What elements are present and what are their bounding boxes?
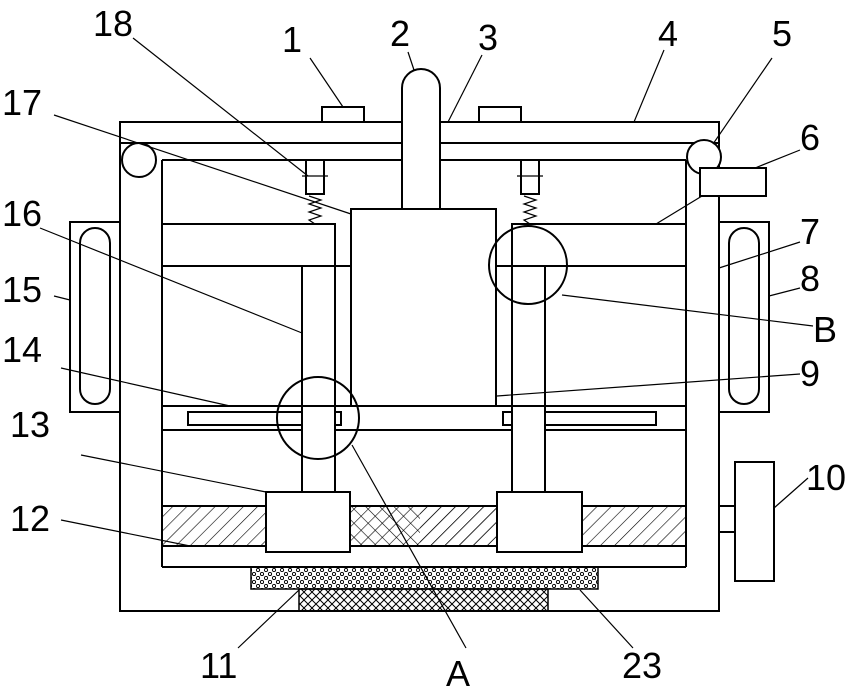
label-16: 16 bbox=[2, 193, 42, 234]
label-23: 23 bbox=[622, 645, 662, 686]
central-rod bbox=[402, 69, 440, 209]
label-4: 4 bbox=[658, 13, 678, 54]
label-11: 11 bbox=[200, 645, 237, 686]
label-17: 17 bbox=[2, 82, 42, 123]
clamp-block-right bbox=[497, 492, 582, 552]
cross-beam-right bbox=[496, 224, 686, 266]
label-15: 15 bbox=[2, 269, 42, 310]
label-5: 5 bbox=[772, 13, 792, 54]
top-knob-left bbox=[322, 107, 364, 122]
label-2: 2 bbox=[390, 13, 410, 54]
column-left-lower bbox=[302, 406, 335, 492]
label-10: 10 bbox=[806, 457, 846, 498]
label-12: 12 bbox=[10, 498, 50, 539]
column-right-lower bbox=[512, 406, 545, 492]
clamp-block-left bbox=[266, 492, 350, 552]
label-3: 3 bbox=[478, 17, 498, 58]
label-7: 7 bbox=[800, 211, 820, 252]
label-13: 13 bbox=[10, 404, 50, 445]
label-14: 14 bbox=[2, 329, 42, 370]
central-block bbox=[351, 209, 496, 406]
bottom-pad-crosshatch bbox=[299, 589, 548, 611]
hatched-plate bbox=[162, 506, 686, 546]
label-8: 8 bbox=[800, 258, 820, 299]
bottom-pad-dotted bbox=[251, 567, 598, 589]
label-18: 18 bbox=[93, 3, 133, 44]
label-6: 6 bbox=[800, 117, 820, 158]
top-knob-right bbox=[479, 107, 521, 122]
label-a: A bbox=[446, 653, 470, 688]
pulley-left bbox=[122, 143, 156, 177]
label-1: 1 bbox=[282, 19, 302, 60]
label-9: 9 bbox=[800, 353, 820, 394]
motor-box bbox=[700, 168, 766, 196]
cross-beam-left bbox=[162, 224, 351, 266]
side-wheel bbox=[719, 462, 774, 581]
label-b: B bbox=[813, 309, 837, 350]
